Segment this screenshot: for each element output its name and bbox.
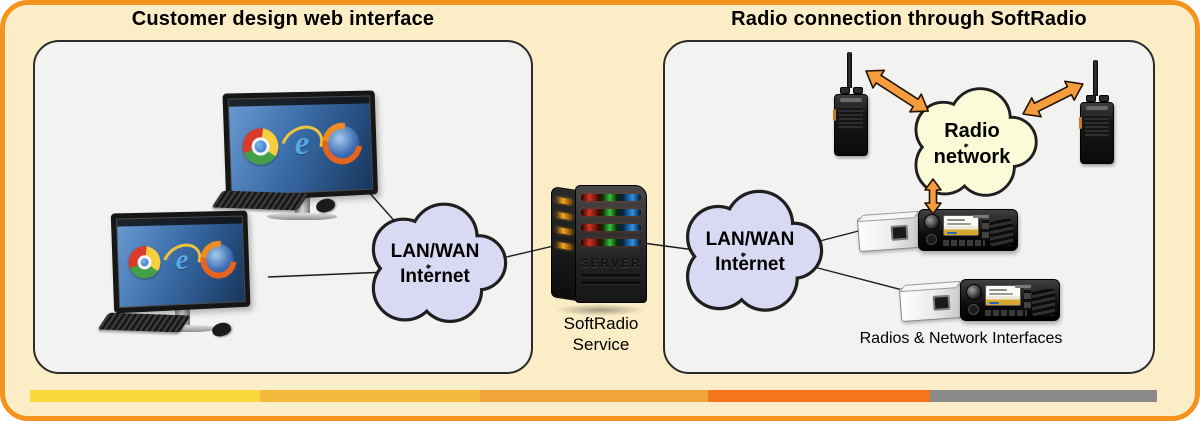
ethernet-port — [932, 294, 951, 311]
radio-buttons — [985, 310, 1027, 316]
bar-segment — [260, 390, 480, 402]
bar-segment — [30, 390, 260, 402]
lan-wan-cloud-left: LAN/WAN Internet — [360, 194, 510, 336]
chrome-browser-icon — [128, 245, 161, 280]
side-buttons — [1024, 284, 1031, 310]
mobile-radio-head — [918, 209, 1018, 251]
brand-logo — [1015, 285, 1031, 288]
monitor-screen: e — [222, 90, 379, 202]
volume-knob — [924, 214, 940, 230]
ie-browser-icon: e — [284, 124, 320, 163]
lan-wan-cloud-right: LAN/WAN Internet — [674, 188, 826, 318]
server-side-face — [551, 185, 577, 302]
brand-logo — [973, 215, 989, 218]
antenna — [1093, 60, 1098, 96]
monitor-screen: e — [110, 210, 251, 314]
bar-segment — [480, 390, 708, 402]
mobile-radio-with-interface — [856, 207, 1020, 257]
antenna — [847, 52, 852, 88]
server-tower: SERVER — [551, 185, 647, 316]
bar-segment — [708, 390, 930, 402]
cloud-label: LAN/WAN Internet — [705, 229, 795, 275]
server-embossed-text: SERVER — [580, 256, 642, 270]
softradio-service-label: SoftRadio Service — [563, 314, 639, 354]
network-interface-box — [898, 283, 964, 323]
network-interface-box — [856, 213, 922, 253]
mic-connector — [926, 234, 937, 245]
radio-display — [943, 215, 979, 236]
handheld-radio-icon — [1079, 60, 1114, 164]
ethernet-port — [890, 224, 909, 241]
mic-connector — [968, 304, 979, 315]
radio-network-cloud: Radio network — [893, 86, 1051, 202]
monitor-base — [267, 213, 337, 220]
server-front-face: SERVER — [575, 185, 647, 303]
handheld-radio-icon — [833, 52, 868, 156]
radio-buttons — [943, 240, 985, 246]
keyboard-icon — [211, 190, 309, 211]
cloud-label: LAN/WAN Internet — [390, 241, 480, 287]
bar-segment — [930, 390, 1157, 402]
speaker-grille — [990, 219, 1013, 246]
volume-knob — [966, 284, 982, 300]
cloud-shape — [371, 202, 508, 323]
firefox-browser-icon — [324, 125, 361, 163]
cloud-label: Radio network — [933, 120, 1011, 168]
chrome-browser-icon — [241, 127, 280, 166]
bottom-gradient-bar — [30, 390, 1157, 402]
firefox-browser-icon — [202, 243, 235, 277]
mobile-radio-head — [960, 279, 1060, 321]
ie-browser-icon: e — [166, 242, 198, 278]
server-shadow — [555, 304, 645, 316]
keyboard-icon — [97, 312, 191, 333]
radios-caption: Radios & Network Interfaces — [859, 330, 1063, 347]
left-panel-title: Customer design web interface — [131, 8, 435, 30]
speaker-grille — [1032, 289, 1055, 316]
radio-display — [985, 285, 1021, 306]
cloud-shape — [914, 87, 1038, 197]
mobile-radio-with-interface — [898, 277, 1062, 327]
right-panel-title: Radio connection through SoftRadio — [731, 8, 1087, 30]
cloud-shape — [685, 189, 824, 312]
side-buttons — [982, 214, 989, 240]
